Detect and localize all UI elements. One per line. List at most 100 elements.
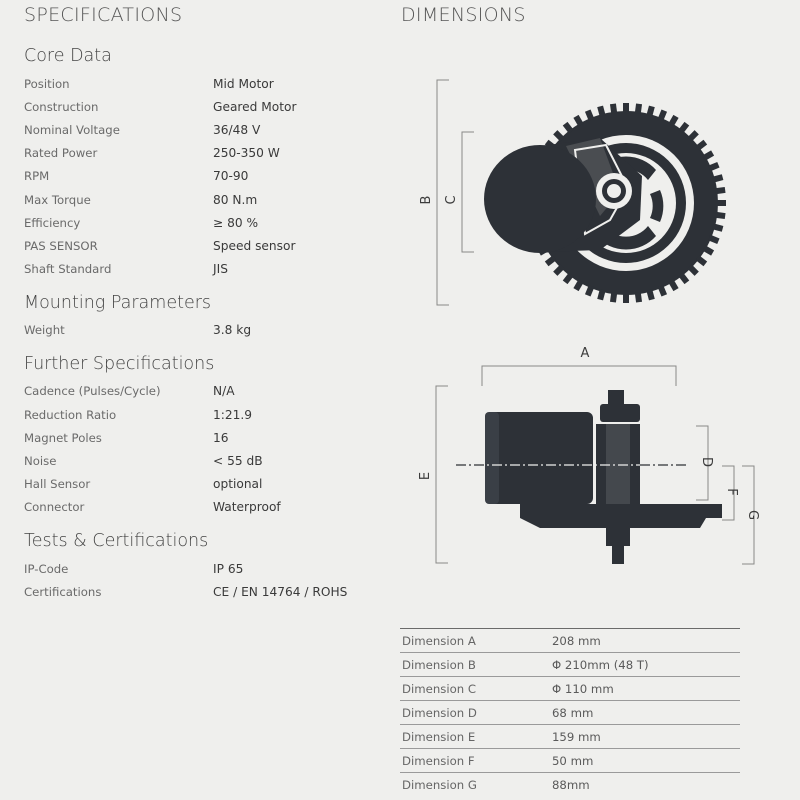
spec-value: CE / EN 14764 / ROHS [213, 584, 348, 599]
spec-label: Connector [24, 500, 85, 515]
spec-value: < 55 dB [213, 454, 263, 469]
chainring-tooth [609, 291, 618, 303]
dimension-value: 68 mm [552, 705, 594, 720]
spec-label: Position [24, 76, 70, 91]
section-title: Mounting Parameters [24, 292, 212, 313]
dimension-value: 50 mm [552, 753, 594, 768]
chainring-tooth [708, 234, 720, 245]
spec-row: Nominal Voltage 36/48 V [24, 118, 394, 141]
spec-label: Shaft Standard [24, 262, 112, 277]
chainring-tooth [716, 200, 726, 206]
dimension-label: Dimension G [402, 777, 477, 792]
spec-value: IP 65 [213, 561, 244, 576]
spec-row: Construction Geared Motor [24, 95, 394, 118]
chainring-tooth [714, 186, 726, 195]
section-core-data: Core Data Position Mid Motor Construction… [24, 44, 394, 281]
chainring-tooth [695, 255, 708, 267]
table-row: Dimension C Φ 110 mm [400, 677, 740, 701]
spec-label: Max Torque [24, 192, 91, 207]
spec-value: 36/48 V [213, 122, 261, 137]
chainring-tooth [668, 279, 679, 292]
motor-side-view-diagram: A E D F G [418, 346, 760, 565]
dimension-d-label: D [699, 457, 714, 467]
spec-label: Construction [24, 99, 99, 114]
section-title: Core Data [24, 46, 112, 66]
spec-value: 3.8 kg [213, 323, 252, 338]
spec-label: Weight [24, 323, 65, 338]
chainring-tooth [678, 272, 690, 285]
dimension-value: 208 mm [552, 633, 601, 648]
spec-value: JIS [213, 262, 228, 277]
dimension-f-label: F [724, 488, 739, 495]
section-title: Tests & Certifications [24, 531, 209, 551]
chainring-tooth [544, 255, 557, 267]
chainring-tooth [702, 245, 715, 256]
spec-row: Shaft Standard JIS [24, 258, 394, 281]
dimension-label: Dimension F [402, 753, 475, 768]
chainring-tooth [584, 109, 595, 121]
chainring-tooth [562, 121, 574, 134]
spec-row: Cadence (Pulses/Cycle)N/A [24, 380, 394, 403]
dimension-label: Dimension A [402, 633, 476, 648]
motor-side-body-icon [485, 390, 722, 564]
dimension-value: Φ 110 mm [552, 681, 614, 696]
chainring-tooth [708, 161, 720, 172]
dimension-e-bracket [435, 385, 448, 564]
chainring-tooth [712, 174, 724, 183]
spec-value: 80 N.m [213, 192, 258, 207]
spec-label: Noise [24, 454, 57, 469]
spec-value: 16 [213, 430, 229, 445]
chainring-tooth [573, 279, 584, 292]
dimension-d-bracket [696, 425, 709, 501]
spec-label: Reduction Ratio [24, 407, 117, 422]
chainring-tooth [714, 211, 726, 220]
spec-value: optional [213, 477, 263, 492]
dimension-value: 88mm [552, 777, 590, 792]
spec-row: Position Mid Motor [24, 72, 394, 95]
spec-label: IP-Code [24, 561, 69, 576]
dimension-c-bracket [461, 131, 474, 253]
chainring-tooth [657, 109, 668, 121]
dimension-e-label: E [418, 472, 433, 480]
chainring-tooth [609, 103, 618, 115]
spec-row: Max Torque 80 N.m [24, 188, 394, 211]
spec-value: Mid Motor [213, 76, 274, 91]
spec-row: Noise < 55 dB [24, 449, 394, 472]
chainring-tooth [702, 150, 715, 161]
section-title: Further Specifications [24, 353, 215, 374]
dimension-g-label: G [745, 510, 760, 520]
chainring-tooth [597, 105, 606, 117]
chainring-tooth [712, 223, 724, 232]
spec-label: Nominal Voltage [24, 122, 120, 137]
dimension-value: 159 mm [552, 729, 601, 744]
specifications-heading: SPECIFICATIONS [24, 4, 183, 26]
dimension-label: Dimension C [402, 681, 476, 696]
chainring-tooth [634, 103, 643, 115]
dimensions-heading: DIMENSIONS [401, 4, 526, 26]
spec-label: RPM [24, 169, 50, 184]
spec-row: Weight 3.8 kg [24, 319, 394, 342]
spec-value: Speed sensor [213, 238, 296, 253]
table-row: Dimension G 88mm [400, 773, 740, 796]
section-mounting-parameters: Mounting Parameters Weight 3.8 kg [24, 291, 394, 342]
chainring-tooth [634, 291, 643, 303]
section-tests-certifications: Tests & Certifications IP-Code IP 65 Cert… [24, 529, 394, 603]
chainring-tooth [678, 121, 690, 134]
spec-value: ≥ 80 % [213, 215, 259, 230]
chainring-tooth [553, 130, 565, 142]
chainring-tooth [646, 289, 655, 301]
chainring-tooth [597, 289, 606, 301]
chainring-tooth [695, 139, 708, 151]
spec-value: Geared Motor [213, 99, 297, 114]
chainring-tooth [562, 272, 574, 285]
spec-value: 1:21.9 [213, 407, 252, 422]
spec-row: IP-Code IP 65 [24, 557, 394, 580]
spec-value: N/A [213, 384, 235, 399]
